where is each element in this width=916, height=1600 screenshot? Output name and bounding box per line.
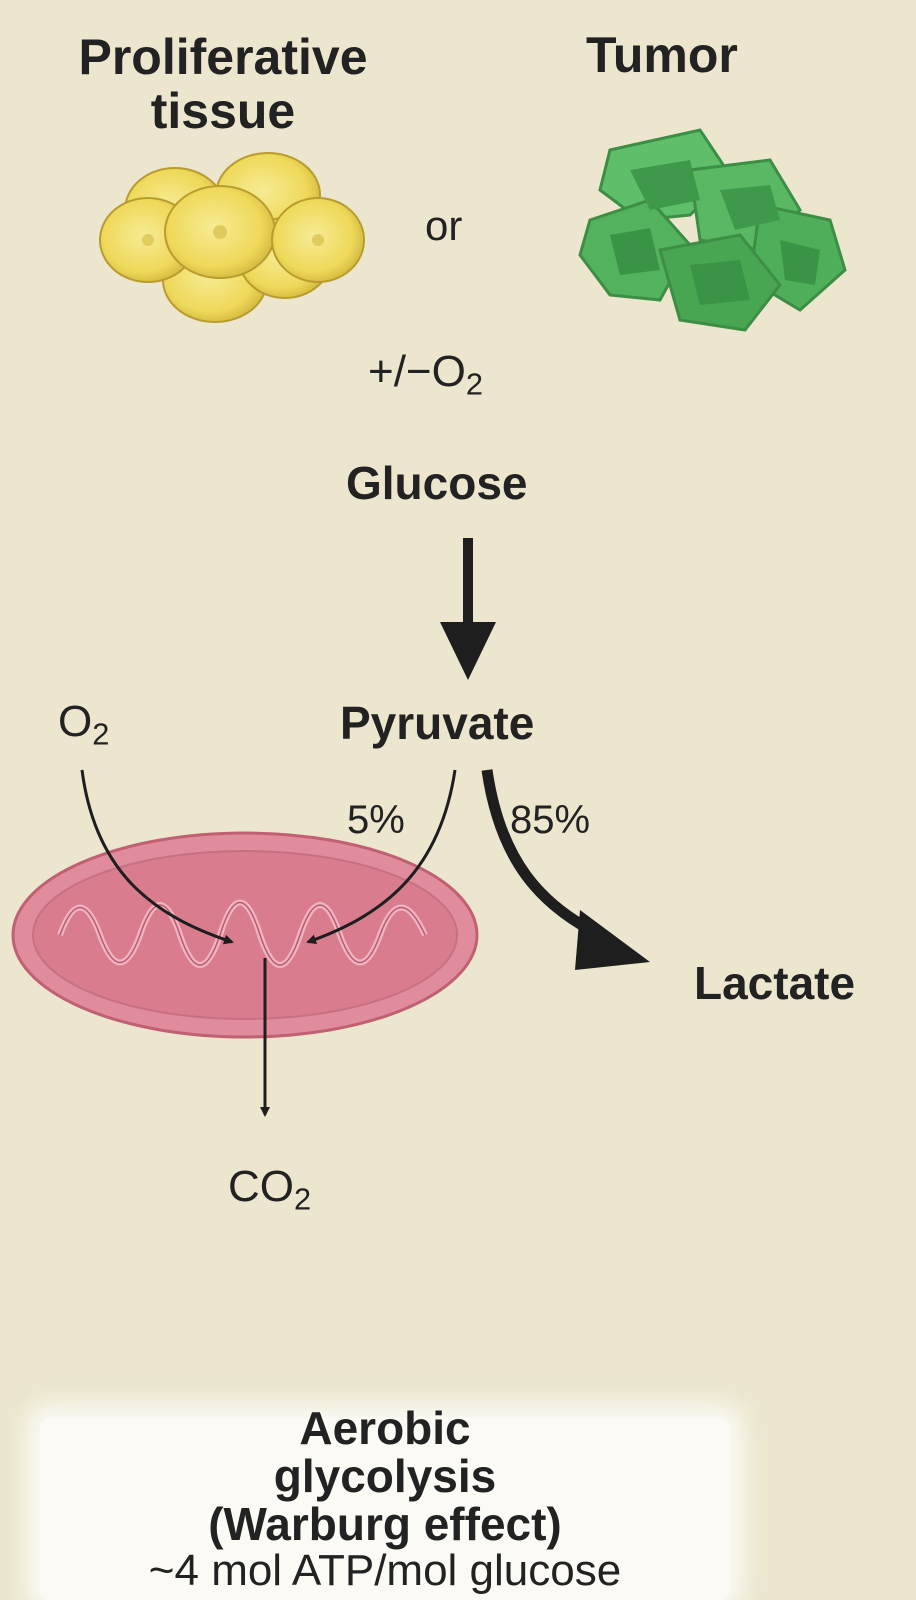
o2-to-mito-arrow (80, 769, 234, 945)
result-box (40, 1418, 730, 1600)
tumor-cells-icon (578, 128, 847, 332)
oxygen-condition-prefix: +/−O (368, 347, 466, 396)
co2-symbol: CO (228, 1162, 294, 1211)
glucose-to-pyruvate-arrow (440, 538, 496, 680)
pyruvate-label: Pyruvate (340, 697, 535, 749)
oxygen-condition-subscript: 2 (465, 366, 483, 402)
o2-label: O2 (58, 700, 109, 750)
result-line4: ~4 mol ATP/mol glucose (148, 1546, 622, 1595)
mitochondrion-icon (11, 831, 479, 1039)
o2-symbol: O (58, 697, 93, 746)
proliferative-label-line2: tissue (150, 83, 296, 139)
co2-label: CO2 (228, 1165, 311, 1215)
or-label: or (425, 202, 463, 249)
proliferative-cells-icon (99, 152, 365, 323)
pyruvate-to-lactate-arrow (481, 769, 650, 970)
pyruvate-to-mito-arrow (306, 769, 457, 945)
lactate-label: Lactate (694, 957, 856, 1009)
tumor-label: Tumor (586, 27, 738, 83)
result-line2: glycolysis (273, 1450, 497, 1502)
o2-subscript: 2 (92, 716, 110, 752)
proliferative-label-line1: Proliferative (78, 29, 368, 85)
mito-percent-label: 5% (347, 798, 405, 842)
oxygen-condition-label: +/−O2 (368, 350, 483, 400)
result-line3: (Warburg effect) (208, 1498, 562, 1550)
result-line1: Aerobic (299, 1402, 471, 1454)
lactate-percent-label: 85% (510, 798, 591, 842)
glucose-label: Glucose (346, 457, 528, 509)
proliferative-tissue-label: Proliferative tissue (28, 30, 418, 138)
co2-subscript: 2 (294, 1181, 312, 1217)
